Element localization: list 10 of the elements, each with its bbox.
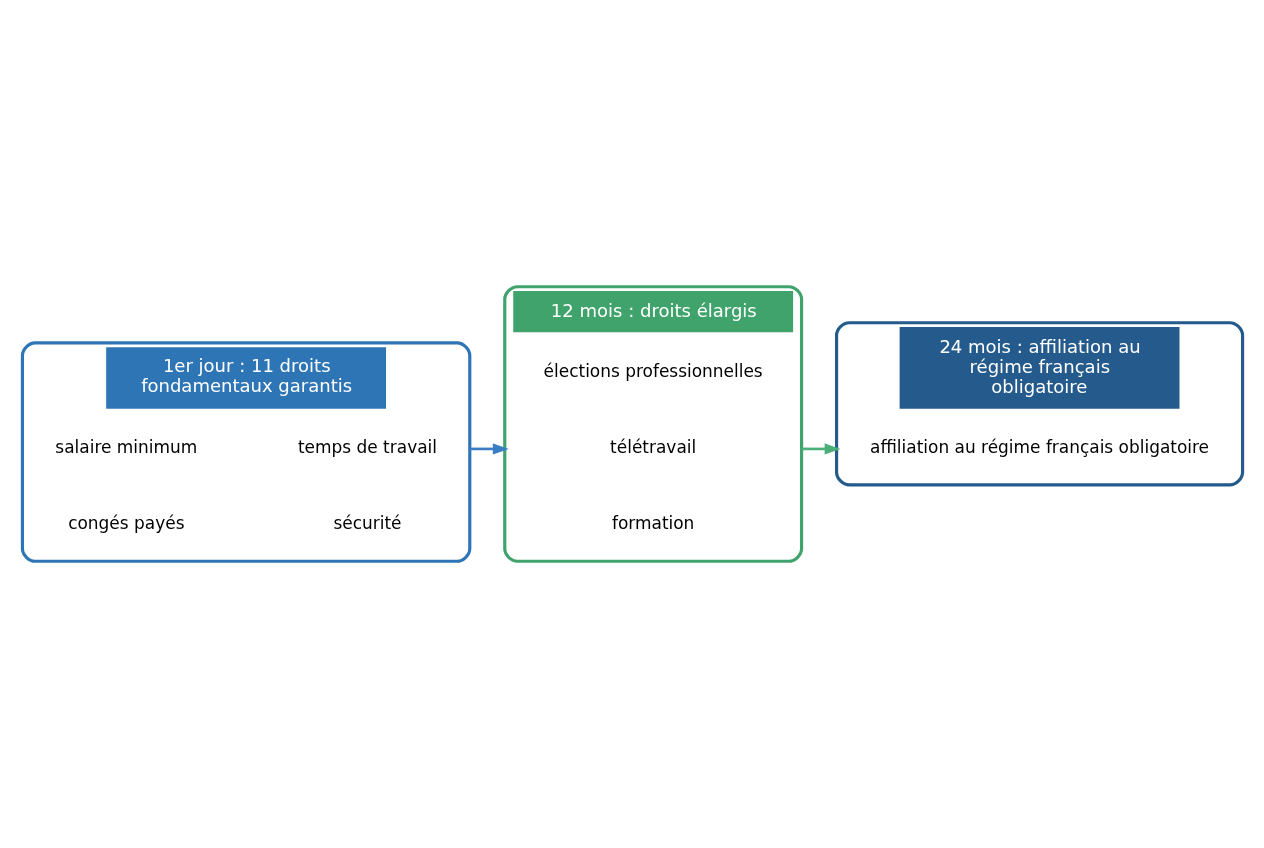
arrow (801, 443, 841, 455)
node-text: élections professionnelles (543, 360, 763, 381)
node-text: affiliation au régime français obligatoire (869, 436, 1209, 457)
node-text: formation (611, 513, 694, 534)
node-text: télétravail (609, 436, 696, 457)
node-text: salaire minimum (54, 436, 197, 457)
arrow (469, 443, 509, 455)
node-text: temps de travail (297, 436, 437, 457)
node-text: congés payés (67, 513, 184, 534)
node-text: sécurité (332, 513, 402, 534)
